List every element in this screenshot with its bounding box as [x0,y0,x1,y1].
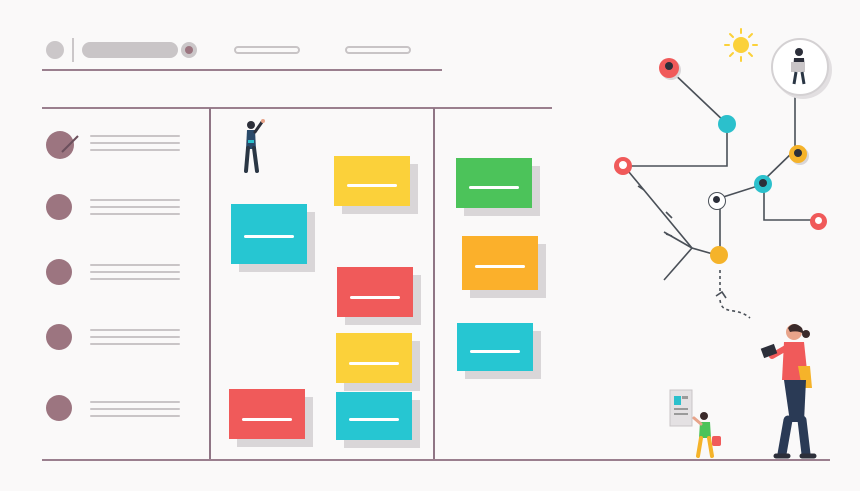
check-icon [61,135,79,153]
header-divider [72,38,74,62]
network-node-person[interactable] [789,145,807,163]
list-item-line [90,271,180,273]
kanban-card-cyan[interactable] [336,392,420,448]
kanban-card-red[interactable] [229,389,313,447]
list-item[interactable] [44,191,194,225]
column-divider-1 [209,108,211,460]
header-underline [42,69,442,71]
header-title-placeholder [82,42,178,58]
person-waving-icon [244,119,265,173]
network-node-cyan[interactable] [718,115,736,133]
card-title-bar [469,186,519,189]
list-item-line [90,329,180,331]
child-with-board-icon [669,389,721,458]
card-title-bar [475,265,525,268]
avatar-icon [46,259,72,285]
network-node-person[interactable] [614,157,632,175]
network-node-person[interactable] [810,213,827,230]
list-item-line [90,343,180,345]
person-in-bubble-icon [771,38,829,96]
avatar-icon [46,194,72,220]
list-item[interactable] [44,128,194,162]
list-item-line [90,206,180,208]
kanban-card-yellow[interactable] [336,333,420,391]
sun-icon [724,28,758,62]
list-item-line [90,264,180,266]
card-title-bar [349,362,399,365]
list-item[interactable] [44,256,194,290]
list-item-line [90,149,180,151]
panel-bottom-border [42,459,830,461]
kanban-card-cyan[interactable] [457,323,541,379]
header-tab-2[interactable] [345,46,411,54]
list-item-line [90,415,180,417]
avatar-icon [46,324,72,350]
list-item[interactable] [44,321,194,355]
person-reading-icon [760,324,817,459]
list-item-line [90,213,180,215]
kanban-card-cyan[interactable] [231,204,315,272]
card-title-bar [347,184,397,187]
list-item-line [90,401,180,403]
list-item-line [90,278,180,280]
network-node-orange[interactable] [710,246,728,264]
list-item-line [90,142,180,144]
card-title-bar [242,418,292,421]
kanban-card-green[interactable] [456,158,540,216]
kanban-card-red[interactable] [337,267,421,325]
kanban-card-orange[interactable] [462,236,546,298]
kanban-card-yellow[interactable] [334,156,418,214]
network-node-person[interactable] [659,58,679,78]
card-title-bar [244,235,294,238]
list-item-line [90,408,180,410]
avatar-icon [46,395,72,421]
card-title-bar [470,350,520,353]
record-icon[interactable] [181,42,197,58]
card-title-bar [349,418,399,421]
list-item-line [90,135,180,137]
header-avatar-icon[interactable] [46,41,64,59]
network-node-person[interactable] [708,192,726,210]
card-title-bar [350,296,400,299]
header-tab-1[interactable] [234,46,300,54]
column-divider-2 [433,108,435,460]
list-item-line [90,199,180,201]
list-item-line [90,336,180,338]
panel-top-border [42,107,552,109]
list-item[interactable] [44,393,194,427]
network-node-person[interactable] [754,175,772,193]
